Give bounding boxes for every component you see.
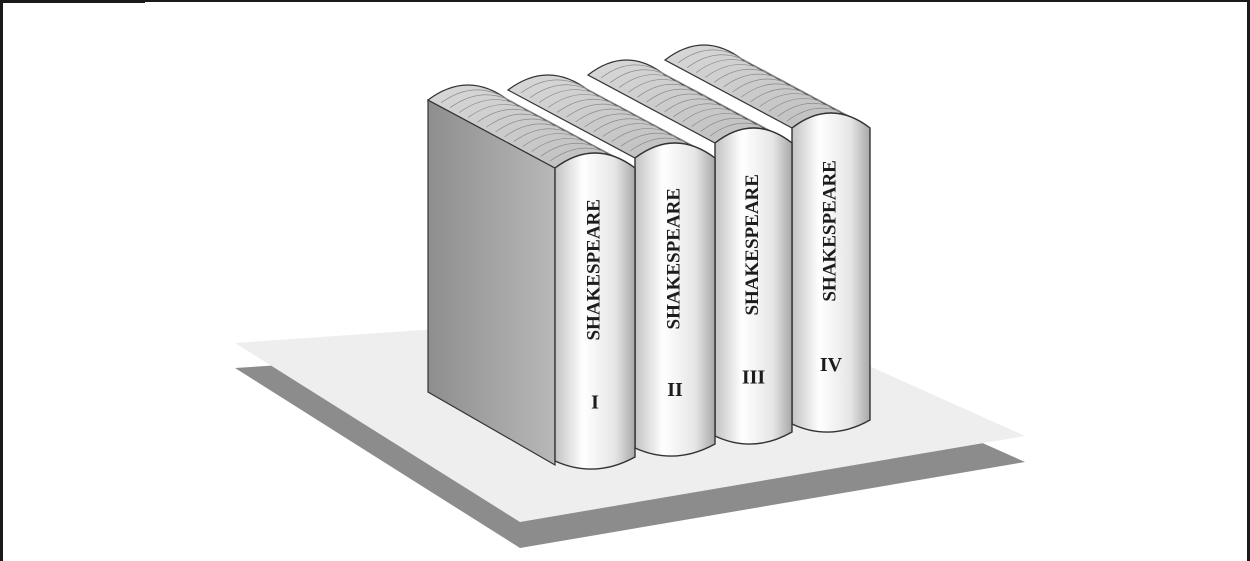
page-line [486, 113, 559, 128]
page-line [714, 68, 785, 83]
page-line [637, 84, 707, 98]
book-spine [714, 127, 793, 445]
book-4: SHAKESPEARE IV [663, 44, 871, 433]
spine-title: SHAKESPEARE [663, 188, 684, 329]
page-line [584, 113, 657, 128]
page-line [449, 94, 523, 108]
page-line [620, 132, 694, 147]
spine-title: SHAKESPEARE [742, 174, 763, 315]
page-line [520, 79, 594, 94]
page-line [646, 88, 716, 103]
page-line [513, 128, 586, 142]
page-line [777, 102, 849, 117]
page-line [664, 98, 734, 113]
page-line [459, 99, 532, 113]
page-line [504, 123, 577, 138]
page-line [477, 108, 550, 123]
book-spine [791, 112, 871, 433]
page-line [600, 64, 671, 79]
page-line [673, 103, 743, 117]
page-line [732, 78, 803, 93]
page-line [741, 83, 812, 98]
spine-volume: III [742, 367, 766, 389]
page-line [529, 84, 603, 98]
page-line [468, 104, 541, 118]
book-spine [554, 152, 636, 470]
page-line [531, 138, 604, 152]
page-line [619, 74, 689, 88]
page-line [682, 108, 752, 122]
books-group: SHAKESPEAREIVSHAKESPEAREIIISHAKESPEAREII… [426, 44, 871, 470]
page-line [628, 79, 698, 93]
page-line [566, 103, 639, 118]
book-spine [634, 142, 716, 457]
page-line [495, 118, 568, 133]
page-line [548, 94, 621, 108]
page-line [691, 113, 761, 127]
page-line [768, 98, 839, 112]
page-line [540, 142, 614, 157]
spine-title: SHAKESPEARE [819, 160, 840, 301]
page-line [602, 123, 675, 137]
page-line [750, 88, 821, 102]
page-line [696, 59, 767, 73]
spine-volume: IV [820, 354, 843, 376]
book-1: SHAKESPEARE I [426, 84, 636, 470]
page-line [611, 128, 684, 142]
page-line [609, 69, 680, 83]
spine-title: SHAKESPEARE [583, 199, 604, 340]
page-line [700, 118, 771, 132]
page-line [705, 64, 776, 78]
page-line [593, 118, 666, 132]
book-2: SHAKESPEARE II [506, 74, 716, 457]
spine-volume: II [667, 379, 683, 401]
page-line [522, 133, 595, 147]
spine-volume: I [591, 392, 599, 414]
page-line [686, 54, 758, 68]
page-line [440, 89, 514, 104]
page-line [539, 89, 612, 103]
page-line [723, 73, 794, 88]
page-line [759, 93, 830, 107]
page-line [655, 93, 725, 108]
page-line [557, 98, 630, 113]
corner-tab [0, 0, 145, 3]
page-line [575, 108, 648, 123]
page-line [677, 49, 749, 64]
